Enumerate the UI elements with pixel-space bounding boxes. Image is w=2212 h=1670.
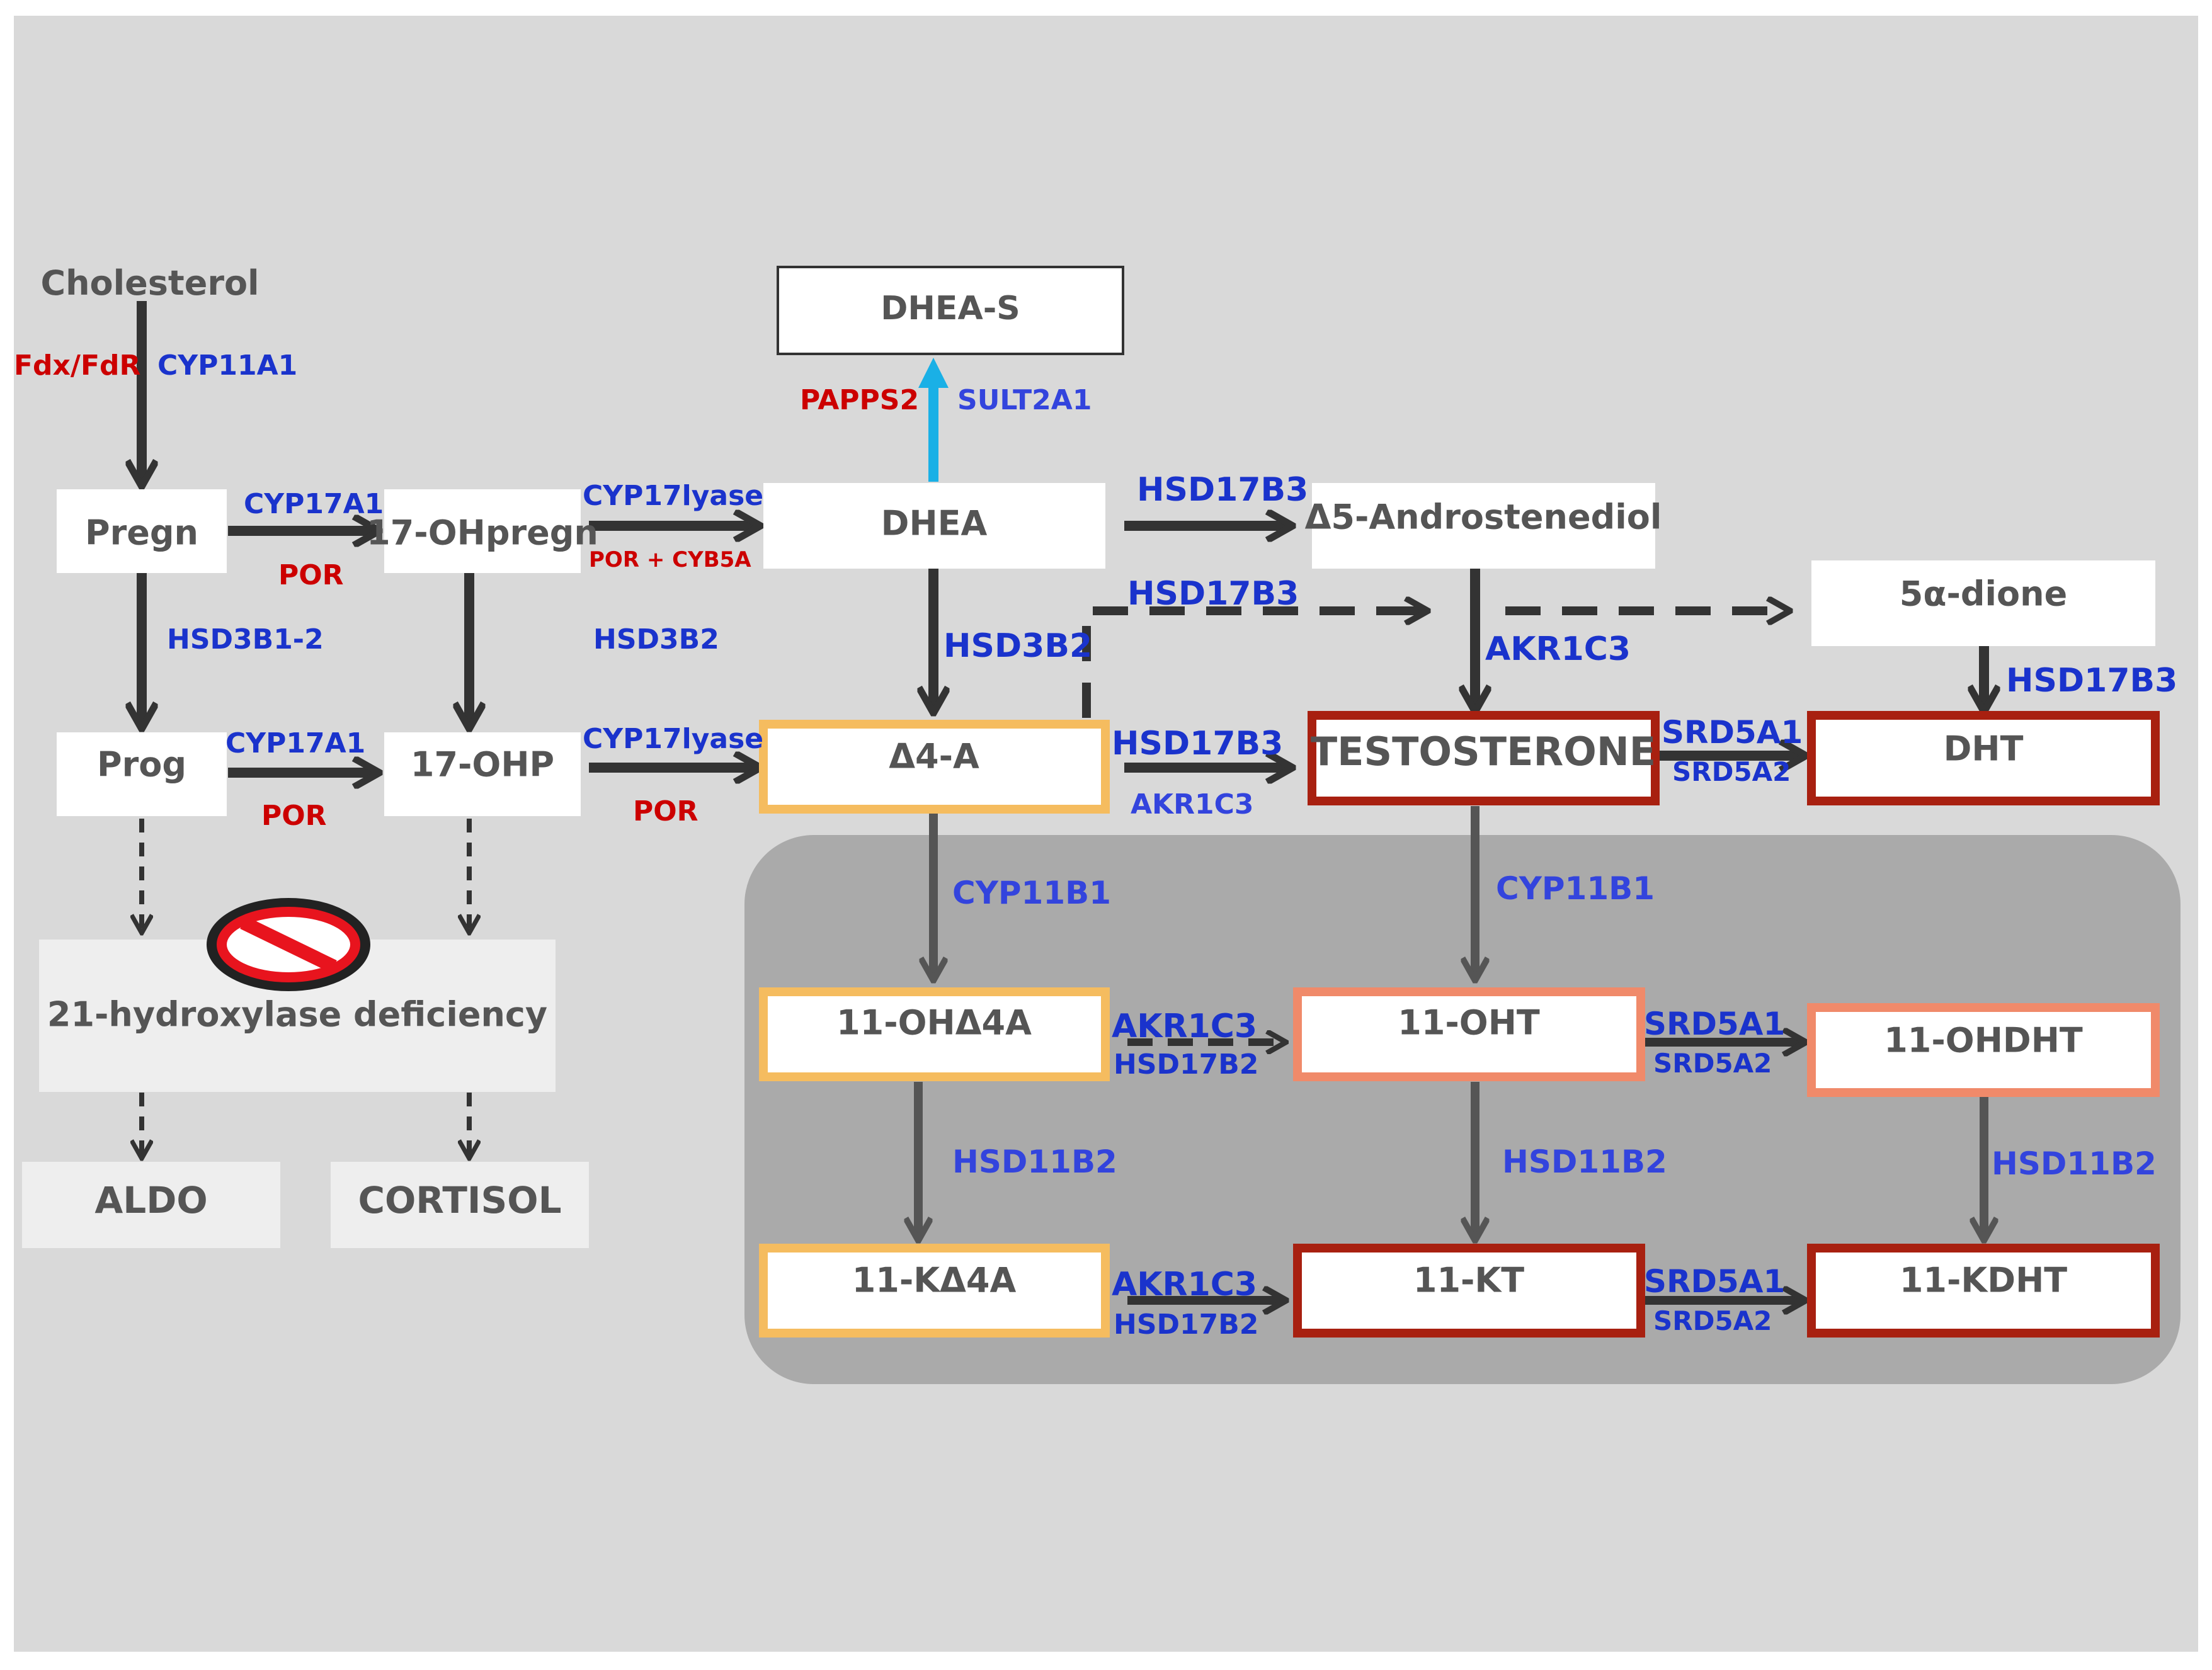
node-cholesterol: Cholesterol: [40, 263, 259, 303]
node-5a-dione-label: 5α-dione: [1900, 574, 2067, 614]
node-17-ohp: 17-OHP: [384, 732, 581, 816]
node-dht: DHT: [1807, 711, 2160, 805]
node-11-ohdht-label: 11-OHDHT: [1884, 1021, 2083, 1060]
node-5a-dione: 5α-dione: [1811, 560, 2155, 646]
node-androstenediol-label: Δ5-Androstenediol: [1305, 497, 1662, 537]
node-aldo-label: ALDO: [94, 1179, 207, 1222]
label-papps2: PAPPS2: [800, 384, 919, 416]
label-por-cyb5a: POR + CYB5A: [589, 547, 751, 572]
node-dht-label: DHT: [1944, 729, 2024, 769]
node-11-kdht-label: 11-KDHT: [1900, 1261, 2067, 1300]
node-dhea: DHEA: [763, 483, 1105, 569]
node-11-kt: 11-KT: [1293, 1244, 1645, 1338]
label-hsd11b2-left: HSD11B2: [952, 1144, 1117, 1180]
label-hsd3b1-2: HSD3B1-2: [167, 623, 324, 656]
node-11-kd4a-label: 11-KΔ4A: [852, 1261, 1017, 1300]
enzyme-labels: Fdx/FdR CYP11A1 CYP17A1 POR CYP17lyase P…: [14, 349, 2177, 1341]
pathway-arrows: [142, 301, 1984, 1300]
label-akr1c3-row2: AKR1C3: [1112, 1266, 1257, 1304]
label-por-mid2: POR: [633, 795, 698, 827]
canvas-background: [14, 16, 2198, 1652]
node-11-ohd4a-label: 11-OHΔ4A: [836, 1003, 1032, 1043]
label-hsd11b2-right: HSD11B2: [1992, 1145, 2157, 1182]
node-dhea-s-label: DHEA-S: [881, 290, 1020, 327]
node-a4-label: Δ4-A: [889, 737, 979, 776]
label-hsd17b3-top: HSD17B3: [1137, 471, 1308, 509]
node-cortisol-label: CORTISOL: [358, 1179, 561, 1222]
node-11-kd4a: 11-KΔ4A: [759, 1244, 1110, 1338]
label-hsd17b2-row2: HSD17B2: [1114, 1309, 1258, 1341]
node-17-ohpregn: 17-OHpregn: [367, 489, 598, 573]
node-11-kdht: 11-KDHT: [1807, 1244, 2160, 1338]
label-srd5a2-top: SRD5A2: [1672, 756, 1791, 787]
label-srd5a1-row2: SRD5A1: [1644, 1263, 1785, 1300]
label-cyp17lyase-top: CYP17lyase: [583, 480, 763, 512]
label-cyp11b1-left: CYP11B1: [952, 875, 1111, 911]
node-21-hydroxylase-deficiency: 21-hydroxylase deficiency: [39, 940, 556, 1092]
label-cyp17a1-mid: CYP17A1: [225, 727, 365, 759]
node-dhea-label: DHEA: [881, 504, 988, 543]
node-testosterone: TESTOSTERONE: [1308, 711, 1660, 805]
label-hsd17b3-right: HSD17B3: [2006, 662, 2177, 700]
label-hsd3b2-center: HSD3B2: [944, 627, 1092, 665]
label-srd5a1-top: SRD5A1: [1662, 714, 1803, 751]
node-testosterone-label: TESTOSTERONE: [1311, 729, 1656, 775]
label-srd5a2-row1: SRD5A2: [1653, 1048, 1772, 1079]
label-sult2a1: SULT2A1: [957, 384, 1092, 416]
label-por-top: POR: [278, 559, 344, 591]
label-cyp11a1: CYP11A1: [157, 349, 297, 382]
label-hsd17b3-dashed: HSD17B3: [1127, 575, 1299, 613]
node-cortisol: CORTISOL: [331, 1162, 589, 1248]
node-a4: Δ4-A: [759, 720, 1110, 814]
node-11-ohdht: 11-OHDHT: [1807, 1003, 2160, 1097]
prohibition-icon: [207, 898, 370, 991]
node-17-ohp-label: 17-OHP: [411, 745, 554, 785]
label-cyp17lyase-mid: CYP17lyase: [583, 723, 763, 755]
node-deficiency-label: 21-hydroxylase deficiency: [47, 995, 547, 1035]
label-srd5a2-row2: SRD5A2: [1653, 1305, 1772, 1336]
label-por-mid: POR: [261, 800, 327, 832]
node-11-ohd4a: 11-OHΔ4A: [759, 987, 1110, 1081]
node-androstenediol: Δ5-Androstenediol: [1305, 483, 1662, 569]
label-fdx-fdr: Fdx/FdR: [14, 349, 140, 382]
node-prog-label: Prog: [97, 745, 186, 785]
label-cyp11b1-right: CYP11B1: [1496, 870, 1655, 907]
node-pregn-label: Pregn: [85, 513, 198, 553]
node-11-kt-label: 11-KT: [1413, 1261, 1524, 1300]
label-srd5a1-row1: SRD5A1: [1644, 1006, 1785, 1042]
label-cyp17a1-top: CYP17A1: [244, 488, 384, 520]
label-akr1c3-mid: AKR1C3: [1131, 788, 1254, 821]
label-hsd11b2-mid: HSD11B2: [1502, 1144, 1667, 1180]
label-akr1c3-row1: AKR1C3: [1112, 1008, 1257, 1045]
node-dhea-s: DHEA-S: [777, 266, 1124, 355]
node-11-oht-label: 11-OHT: [1398, 1003, 1540, 1043]
label-hsd3b2-left: HSD3B2: [593, 623, 719, 656]
node-11-oht: 11-OHT: [1293, 987, 1645, 1081]
node-aldo: ALDO: [22, 1162, 280, 1248]
label-hsd17b3-mid: HSD17B3: [1112, 725, 1283, 763]
node-prog: Prog: [57, 732, 227, 816]
label-akr1c3-top: AKR1C3: [1485, 630, 1631, 668]
node-17-ohpregn-label: 17-OHpregn: [367, 513, 598, 553]
label-hsd17b2-row1: HSD17B2: [1114, 1048, 1258, 1081]
node-cholesterol-label: Cholesterol: [40, 263, 259, 303]
node-pregn: Pregn: [57, 489, 227, 573]
